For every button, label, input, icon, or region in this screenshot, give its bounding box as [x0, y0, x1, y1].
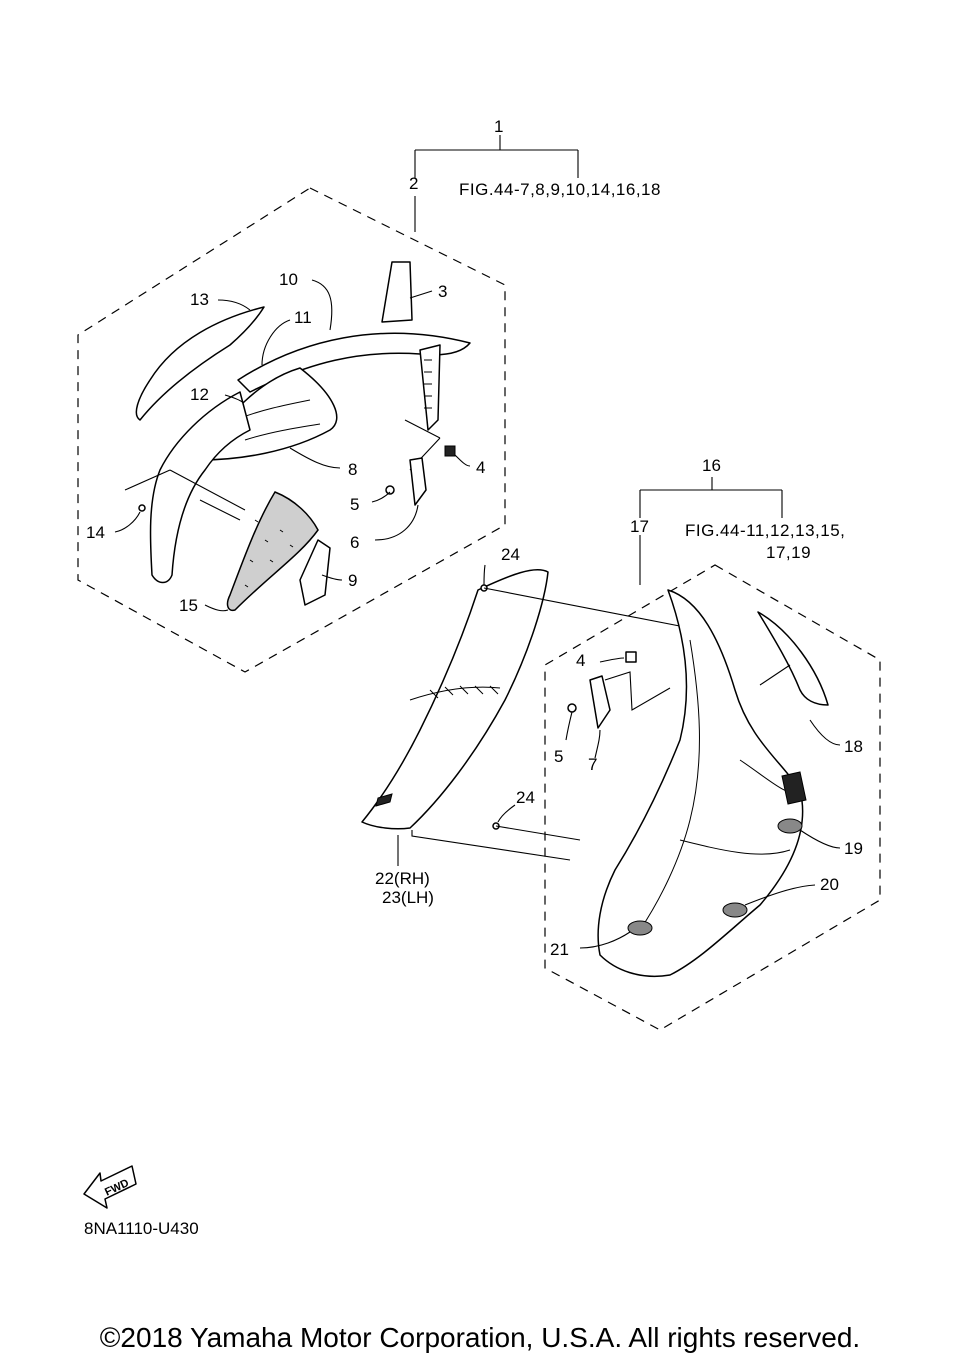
- upper-assembly: [77, 135, 579, 673]
- label-10: 10: [279, 270, 298, 289]
- part-labels: 1 2 FIG.44-7,8,9,10,14,16,18 3 10 13 11 …: [86, 117, 863, 959]
- label-4-upper: 4: [476, 458, 485, 477]
- figure-reference-1: FIG.44-7,8,9,10,14,16,18: [459, 180, 661, 199]
- label-8: 8: [348, 460, 357, 479]
- label-3: 3: [438, 282, 447, 301]
- figure-reference-2-cont: 17,19: [766, 543, 811, 562]
- part-9-shape: [299, 539, 331, 606]
- part-21-shape: [627, 920, 653, 936]
- label-1: 1: [494, 117, 503, 136]
- label-22: 22(RH): [375, 869, 430, 888]
- label-5-upper: 5: [350, 495, 359, 514]
- label-24-upper: 24: [501, 545, 520, 564]
- label-18: 18: [844, 737, 863, 756]
- label-14: 14: [86, 523, 105, 542]
- label-9: 9: [348, 571, 357, 590]
- part-20-shape: [722, 902, 748, 918]
- part-17-shape: [597, 589, 804, 977]
- diagram-code: 8NA1110-U430: [84, 1219, 199, 1238]
- label-11: 11: [294, 308, 312, 327]
- forward-arrow-icon: FWD: [83, 1165, 137, 1209]
- label-17: 17: [630, 517, 649, 536]
- label-7: 7: [588, 755, 597, 774]
- label-16: 16: [702, 456, 721, 475]
- part-19-shape: [777, 818, 803, 834]
- upper-group-boundary: [77, 187, 506, 673]
- part-22-23-shape: [361, 568, 549, 830]
- label-20: 20: [820, 875, 839, 894]
- label-2: 2: [409, 174, 418, 193]
- part-6-shape: [409, 457, 427, 506]
- part-7-shape: [589, 675, 611, 729]
- copyright-notice: ©2018 Yamaha Motor Corporation, U.S.A. A…: [99, 1322, 861, 1353]
- part-12-shape: [149, 391, 251, 584]
- label-6: 6: [350, 533, 359, 552]
- label-15: 15: [179, 596, 198, 615]
- part-10-shape: [237, 332, 471, 393]
- label-4-lower: 4: [576, 651, 585, 670]
- label-21: 21: [550, 940, 569, 959]
- figure-reference-2: FIG.44-11,12,13,15,: [685, 521, 845, 540]
- label-24-lower: 24: [516, 788, 535, 807]
- label-13: 13: [190, 290, 209, 309]
- part-15-shape: [226, 491, 319, 612]
- part-3-shape: [381, 261, 413, 323]
- label-19: 19: [844, 839, 863, 858]
- label-5-lower: 5: [554, 747, 563, 766]
- lower-assembly: [361, 477, 881, 1031]
- label-23: 23(LH): [382, 888, 434, 907]
- part-18-shape: [757, 611, 829, 706]
- part-13-shape: [135, 306, 265, 421]
- label-12: 12: [190, 385, 209, 404]
